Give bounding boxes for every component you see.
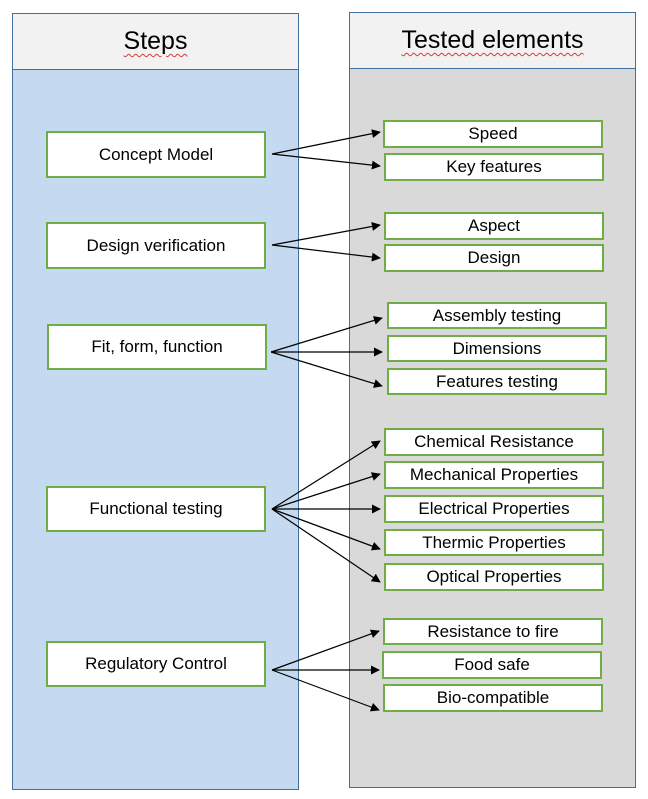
element-box-aspect: Aspect xyxy=(384,212,604,240)
arrow-design-verification-to-design xyxy=(271,244,381,262)
arrow-design-verification-to-aspect xyxy=(271,222,381,246)
arrow-fit-to-features-testing xyxy=(270,351,383,388)
element-box-optical-properties: Optical Properties xyxy=(384,563,604,591)
arrow-functional-to-chemical xyxy=(271,440,381,510)
element-label: Optical Properties xyxy=(426,567,562,586)
arrow-functional-to-thermic xyxy=(271,508,381,551)
arrow-regulatory-to-fire xyxy=(271,629,380,671)
tested-elements-panel-title: Tested elements xyxy=(401,26,584,54)
element-box-electrical-properties: Electrical Properties xyxy=(384,495,604,523)
arrow-fit-to-assembly-testing xyxy=(270,316,383,353)
element-box-design: Design xyxy=(384,244,604,272)
element-box-resistance-to-fire: Resistance to fire xyxy=(383,618,603,645)
arrow-concept-to-speed xyxy=(271,129,381,155)
arrow-functional-to-mechanical xyxy=(271,472,381,510)
steps-panel-title: Steps xyxy=(123,27,188,55)
step-box-fit-form-function: Fit, form, function xyxy=(47,324,267,370)
step-box-regulatory-control: Regulatory Control xyxy=(46,641,266,687)
element-box-features-testing: Features testing xyxy=(387,368,607,395)
element-box-thermic-properties: Thermic Properties xyxy=(384,529,604,556)
step-label: Regulatory Control xyxy=(85,654,227,673)
arrow-concept-to-key-features xyxy=(271,153,381,170)
element-label: Design xyxy=(467,248,521,267)
steps-panel-header: Steps xyxy=(13,14,298,70)
step-box-design-verification: Design verification xyxy=(46,222,266,269)
element-label: Assembly testing xyxy=(432,305,562,325)
element-box-key-features: Key features xyxy=(384,153,604,181)
element-box-chemical-resistance: Chemical Resistance xyxy=(384,428,604,456)
step-label: Design verification xyxy=(86,235,226,255)
tested-elements-panel-header: Tested elements xyxy=(350,13,635,69)
element-label: Food safe xyxy=(454,655,530,674)
element-box-food-safe: Food safe xyxy=(382,651,602,679)
element-box-assembly-testing: Assembly testing xyxy=(387,302,607,329)
element-label: Features testing xyxy=(436,371,558,391)
element-box-bio-compatible: Bio-compatible xyxy=(383,684,603,712)
element-label: Electrical Properties xyxy=(418,499,570,518)
step-label: Concept Model xyxy=(98,144,214,164)
step-box-functional-testing: Functional testing xyxy=(46,486,266,532)
step-box-concept-model: Concept Model xyxy=(46,131,266,178)
element-label: Dimensions xyxy=(452,338,542,358)
element-label: Bio-compatible xyxy=(436,688,550,707)
element-label: Thermic Properties xyxy=(422,532,566,552)
step-label: Fit, form, function xyxy=(91,337,223,356)
element-label: Key features xyxy=(446,157,542,176)
element-label: Mechanical Properties xyxy=(409,465,579,484)
element-box-dimensions: Dimensions xyxy=(387,335,607,362)
arrow-functional-to-optical xyxy=(271,508,381,583)
element-label: Chemical Resistance xyxy=(414,432,574,451)
step-label: Functional testing xyxy=(89,499,223,518)
element-label: Aspect xyxy=(468,216,520,235)
element-box-speed: Speed xyxy=(383,120,603,148)
element-label: Speed xyxy=(468,124,518,143)
element-box-mechanical-properties: Mechanical Properties xyxy=(384,461,604,489)
arrow-regulatory-to-bio-compatible xyxy=(271,669,380,712)
element-label: Resistance to fire xyxy=(427,621,559,641)
